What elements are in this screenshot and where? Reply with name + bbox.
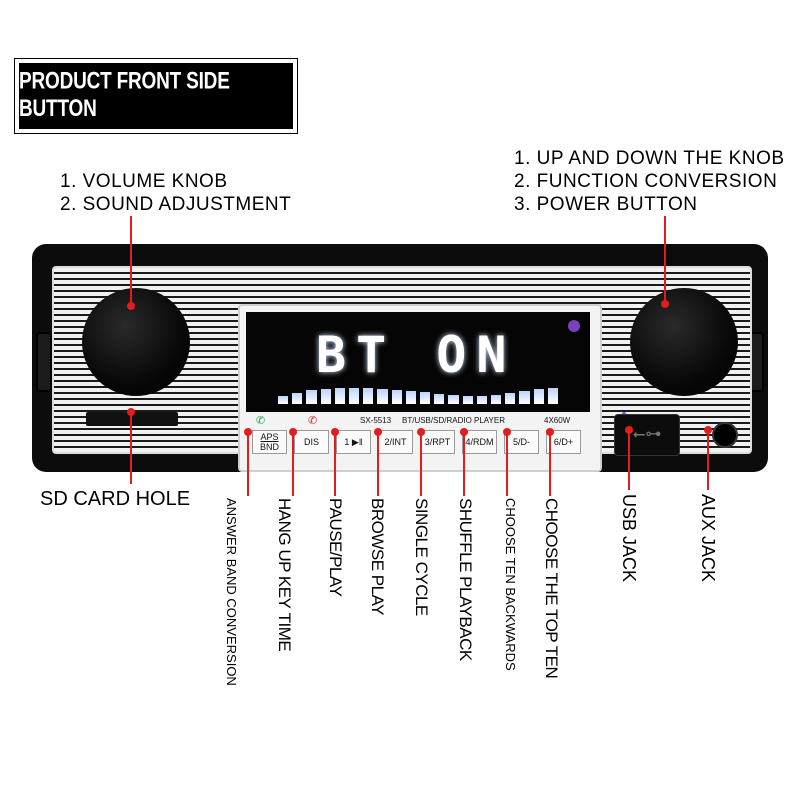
faceplate: BT ON ✆ ✆ SX-5513 BT/USB/SD/RADIO PLAYER…: [52, 266, 752, 472]
answer-label: ANSWER: [224, 498, 239, 556]
right-callout-line-1: 1. UP AND DOWN THE KNOB: [514, 148, 785, 169]
leader-6: [549, 432, 551, 496]
leader-aps: [247, 432, 249, 496]
hang-up-label: HANG UP KEY TIME: [275, 498, 294, 652]
choose-top-ten-label: CHOOSE THE TOP TEN: [542, 498, 561, 679]
status-indicator-dot: [568, 320, 580, 332]
leader-dot: [625, 426, 633, 434]
hang-up-key-label: HANG UP KEY: [275, 498, 294, 609]
display-panel: BT ON ✆ ✆ SX-5513 BT/USB/SD/RADIO PLAYER…: [238, 304, 602, 472]
answer-band-label: ANSWER BAND CONVERSION: [224, 498, 239, 686]
leader-dot: [244, 428, 252, 436]
screen-main-text: BT ON: [316, 326, 517, 384]
usb-port[interactable]: ⭠⊶: [614, 414, 680, 456]
power-rating: 4X60W: [544, 416, 571, 425]
equalizer-bars: [278, 386, 559, 404]
leader-usb: [628, 430, 630, 490]
leader-dot: [127, 408, 135, 416]
answer-phone-icon: ✆: [256, 415, 266, 427]
leader-dot: [704, 426, 712, 434]
leader-4: [463, 432, 465, 496]
right-callout-line-2: 2. FUNCTION CONVERSION: [514, 171, 778, 192]
usb-jack-label: USB JACK: [619, 494, 639, 583]
browse-play-label: BROWSE PLAY: [368, 498, 387, 615]
shuffle-playback-label: SHUFFLE PLAYBACK: [456, 498, 475, 661]
leader-function-knob: [664, 216, 666, 304]
leader-volume-knob: [130, 216, 132, 306]
leader-2: [377, 432, 379, 496]
choose-ten-backwards-label: CHOOSE TEN BACKWARDS: [503, 498, 518, 671]
volume-knob[interactable]: [82, 288, 190, 396]
title-banner: PRODUCT FRONT SIDE BUTTON: [19, 63, 293, 129]
leader-dot: [127, 302, 135, 310]
leader-5: [506, 432, 508, 496]
car-radio: BT ON ✆ ✆ SX-5513 BT/USB/SD/RADIO PLAYER…: [32, 244, 768, 472]
button-label: APS: [260, 432, 279, 442]
right-knob-callout: 1. UP AND DOWN THE KNOB 2. FUNCTION CONV…: [514, 147, 785, 216]
right-callout-line-3: 3. POWER BUTTON: [514, 194, 698, 215]
leader-dot: [661, 300, 669, 308]
button-label: BND: [259, 442, 279, 452]
leader-aux: [707, 430, 709, 490]
leader-dot: [503, 428, 511, 436]
sd-card-slot[interactable]: [86, 412, 178, 426]
page-title: PRODUCT FRONT SIDE BUTTON: [19, 68, 230, 123]
leader-sd-card: [130, 412, 132, 484]
left-callout-line-2: 2. SOUND ADJUSTMENT: [60, 194, 292, 215]
left-callout-line-1: 1. VOLUME KNOB: [60, 171, 228, 192]
preset-2-button[interactable]: 2/INT: [378, 430, 413, 454]
aps-bnd-button[interactable]: APS BND: [252, 430, 287, 454]
hangup-phone-icon: ✆: [308, 415, 318, 427]
time-label: TIME: [275, 612, 294, 652]
preset-1-button[interactable]: 1 ▶‖: [336, 430, 371, 454]
usb-icon: ⭠⊶: [632, 426, 662, 443]
preset-4-button[interactable]: 4/RDM: [462, 430, 497, 454]
band-conversion-label: BAND CONVERSION: [224, 558, 239, 686]
mode-text: BT/USB/SD/RADIO PLAYER: [402, 416, 505, 425]
pause-play-label: PAUSE/PLAY: [326, 498, 345, 597]
leader-dot: [460, 428, 468, 436]
left-mount-tab: [36, 332, 52, 392]
dis-button[interactable]: DIS: [294, 430, 329, 454]
leader-dot: [374, 428, 382, 436]
model-number: SX-5513: [360, 416, 392, 425]
single-cycle-label: SINGLE CYCLE: [412, 498, 431, 616]
leader-dot: [331, 428, 339, 436]
left-knob-callout: 1. VOLUME KNOB 2. SOUND ADJUSTMENT: [60, 170, 291, 216]
function-knob[interactable]: [630, 288, 738, 396]
info-row: ✆ ✆ SX-5513 BT/USB/SD/RADIO PLAYER 4X60W: [248, 414, 588, 428]
leader-1: [334, 432, 336, 496]
preset-button-row: APS BND DIS 1 ▶‖ 2/INT 3/RPT 4/RDM 5/D- …: [246, 428, 590, 458]
leader-dot: [289, 428, 297, 436]
leader-3: [420, 432, 422, 496]
aux-port[interactable]: [712, 422, 738, 448]
aux-jack-label: AUX JACK: [698, 494, 718, 583]
sd-card-hole-label: SD CARD HOLE: [40, 488, 191, 510]
leader-dot: [546, 428, 554, 436]
title-badge: PRODUCT FRONT SIDE BUTTON: [14, 58, 298, 134]
lcd-screen: BT ON: [246, 312, 590, 412]
leader-dot: [417, 428, 425, 436]
preset-3-button[interactable]: 3/RPT: [420, 430, 455, 454]
leader-dis: [292, 432, 294, 496]
